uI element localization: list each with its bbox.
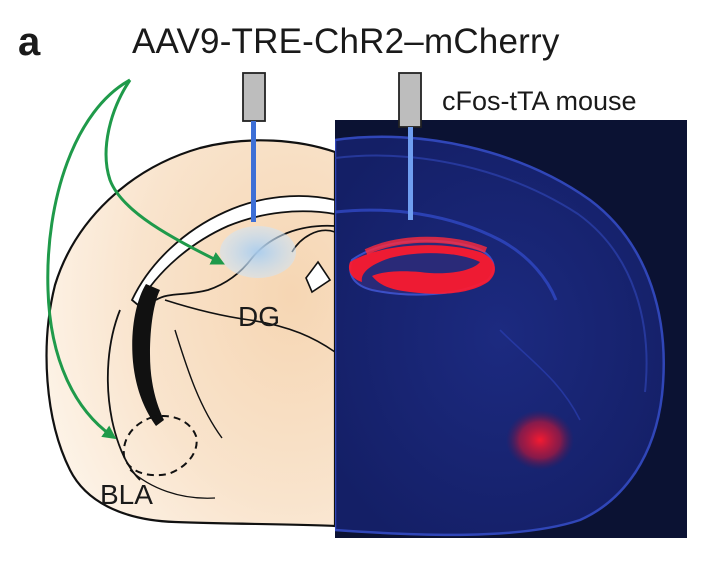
dg-region-label: DG bbox=[238, 301, 280, 332]
figure-title: AAV9-TRE-ChR2–mCherry bbox=[132, 22, 560, 61]
micrograph-internal-boundary bbox=[499, 329, 581, 421]
optical-fiber-right bbox=[398, 72, 422, 220]
optical-fiber-left bbox=[242, 72, 266, 222]
bla-outline bbox=[122, 415, 198, 477]
micrograph-white-matter bbox=[335, 208, 558, 301]
injection-site-glow bbox=[220, 226, 296, 278]
micrograph-tissue bbox=[335, 135, 665, 537]
dg-mcherry-upper-blade bbox=[364, 236, 488, 255]
hippocampus-inner bbox=[305, 260, 332, 294]
thalamus-outline bbox=[164, 299, 336, 353]
internal-capsule bbox=[132, 284, 164, 426]
injection-arrow-to-dg bbox=[104, 79, 225, 265]
mouse-line-label: cFos-tTA mouse bbox=[442, 86, 637, 116]
injection-arrow-to-bla bbox=[46, 78, 131, 440]
dg-mcherry-signal bbox=[348, 245, 495, 294]
panel-label: a bbox=[18, 20, 41, 64]
bla-region-label: BLA bbox=[100, 479, 153, 510]
bla-mcherry-signal bbox=[506, 410, 574, 470]
bla-fissure-line bbox=[129, 469, 216, 499]
optic-tract-line bbox=[174, 329, 223, 439]
